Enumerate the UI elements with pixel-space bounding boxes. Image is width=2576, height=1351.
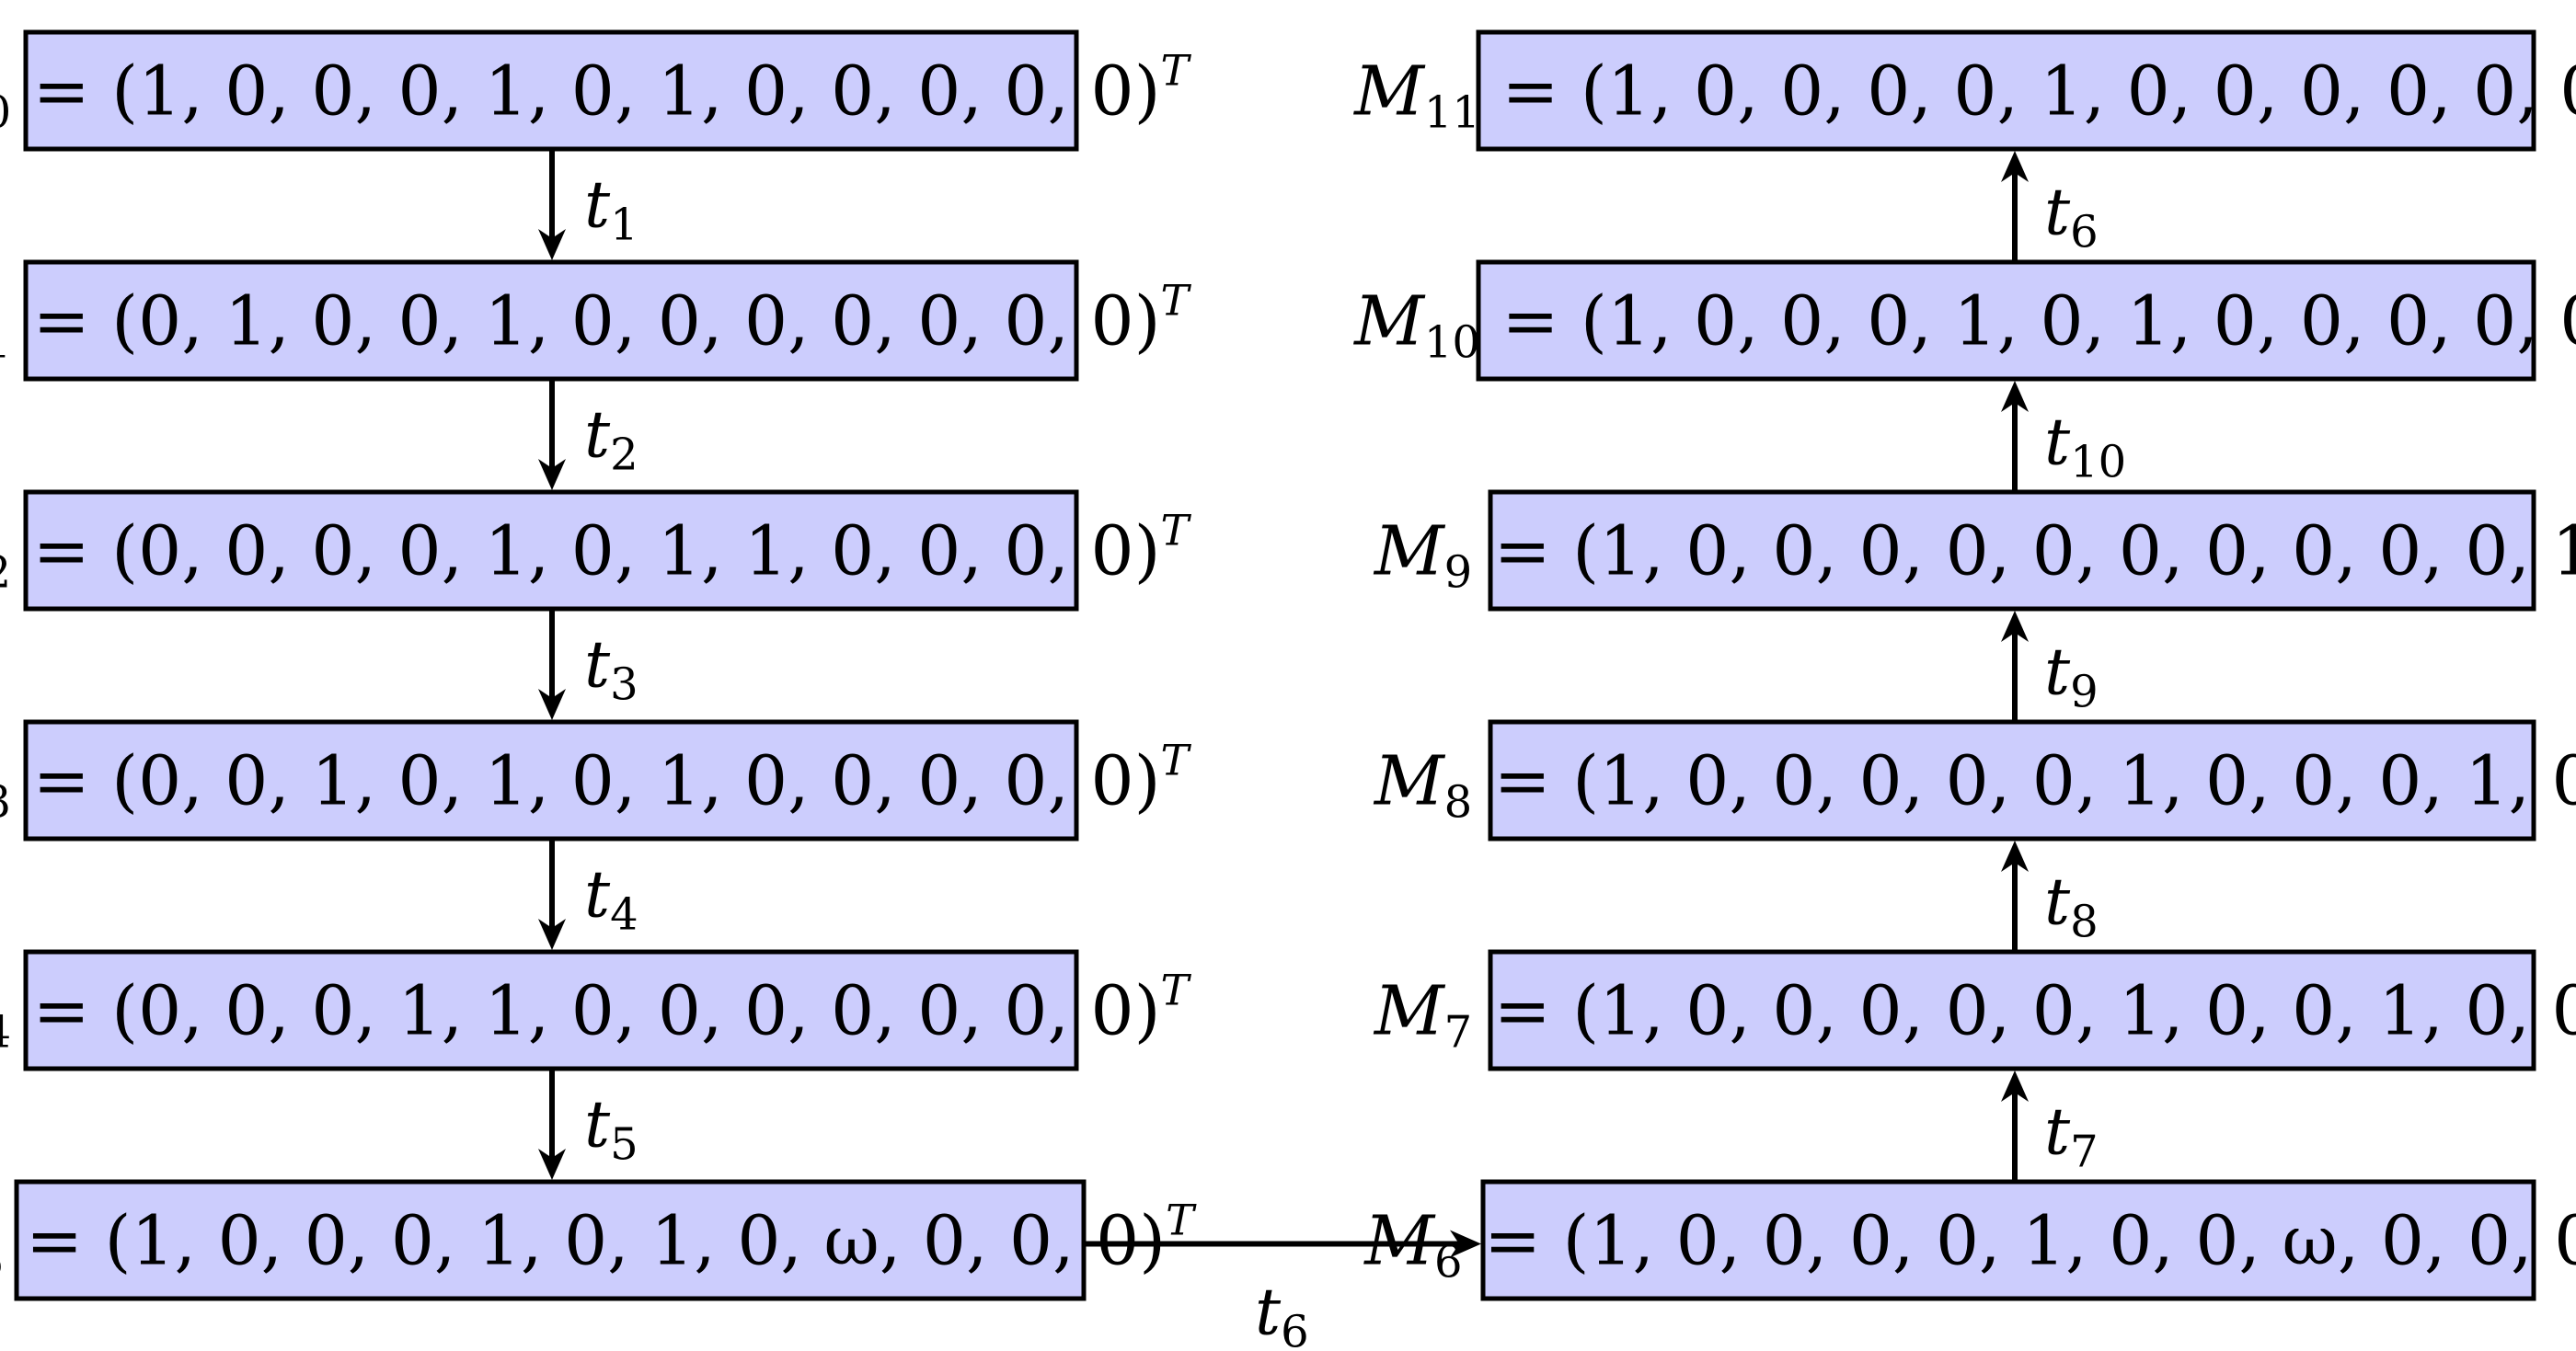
transition-edge-m1-m2: t2 [538,379,638,490]
marking-box [23,29,1079,152]
marking-node-m0: M0 = (1, 0, 0, 0, 1, 0, 1, 0, 0, 0, 0, 0… [0,29,1191,152]
transition-label: t8 [2044,864,2099,948]
transition-label: t1 [584,167,638,251]
arrowhead [2001,151,2029,182]
marking-box [23,949,1079,1071]
marking-label: M5 = (1, 0, 0, 0, 1, 0, 1, 0, ω, 0, 0, 0… [0,1196,1197,1288]
marking-box [23,259,1079,382]
transition-label: t3 [584,627,638,711]
marking-label: M0 = (1, 0, 0, 0, 1, 0, 1, 0, 0, 0, 0, 0… [0,46,1191,139]
marking-box [23,489,1079,612]
arrowhead [538,1149,566,1180]
transition-label: t2 [584,397,638,481]
marking-node-m11: M11 = (1, 0, 0, 0, 0, 1, 0, 0, 0, 0, 0, … [1352,29,2576,152]
marking-node-m5: M5 = (1, 0, 0, 0, 1, 0, 1, 0, ω, 0, 0, 0… [0,1179,1197,1301]
marking-label: M4 = (0, 0, 0, 1, 1, 0, 0, 0, 0, 0, 0, 0… [0,966,1191,1059]
marking-node-m9: M9 = (1, 0, 0, 0, 0, 0, 0, 0, 0, 0, 0, 1… [1373,489,2576,612]
marking-label: M7 = (1, 0, 0, 0, 0, 0, 1, 0, 0, 1, 0, 0… [1373,966,2576,1059]
marking-box [23,719,1079,842]
marking-box [1488,489,2536,612]
transition-edge-m6-m7: t7 [2001,1070,2099,1182]
edges-layer: t1 t2 t3 t4 t5 t6 t7 t8 t9 t10 t6 [538,149,2126,1351]
arrowhead [2001,381,2029,412]
arrowhead [1450,1230,1481,1258]
transition-edge-m9-m10: t10 [2001,381,2126,492]
arrowhead [538,229,566,260]
marking-label: M9 = (1, 0, 0, 0, 0, 0, 0, 0, 0, 0, 0, 1… [1373,506,2576,599]
transition-label: t5 [584,1087,638,1171]
marking-label: M10 = (1, 0, 0, 0, 1, 0, 1, 0, 0, 0, 0, … [1352,276,2576,369]
marking-node-m3: M3 = (0, 0, 1, 0, 1, 0, 1, 0, 0, 0, 0, 0… [0,719,1191,842]
transition-label: t10 [2044,405,2126,488]
marking-node-m1: M1 = (0, 1, 0, 0, 1, 0, 0, 0, 0, 0, 0, 0… [0,259,1191,382]
transition-edge-m7-m8: t8 [2001,841,2099,952]
arrowhead [538,459,566,490]
transition-label: t6 [1255,1275,1309,1351]
transition-edge-m8-m9: t9 [2001,611,2099,722]
arrowhead [538,919,566,950]
transition-edge-m0-m1: t1 [538,149,638,260]
arrowhead [2001,1070,2029,1102]
transition-label: t4 [584,857,638,941]
marking-node-m10: M10 = (1, 0, 0, 0, 1, 0, 1, 0, 0, 0, 0, … [1352,259,2576,382]
marking-label: M6 = (1, 0, 0, 0, 0, 1, 0, 0, ω, 0, 0, 0… [1363,1196,2576,1288]
marking-label: M8 = (1, 0, 0, 0, 0, 0, 1, 0, 0, 0, 1, 0… [1373,736,2576,829]
marking-label: M11 = (1, 0, 0, 0, 0, 1, 0, 0, 0, 0, 0, … [1352,46,2576,139]
marking-node-m8: M8 = (1, 0, 0, 0, 0, 0, 1, 0, 0, 0, 1, 0… [1373,719,2576,842]
transition-edge-m5-m6: t6 [1084,1230,1481,1351]
marking-label: M3 = (0, 0, 1, 0, 1, 0, 1, 0, 0, 0, 0, 0… [0,736,1191,829]
arrowhead [538,689,566,720]
arrowhead [2001,841,2029,872]
transition-edge-m10-m11: t6 [2001,151,2099,262]
transition-label: t7 [2044,1094,2099,1178]
marking-box [1480,1179,2536,1301]
marking-box [1476,29,2536,152]
transition-label: t9 [2044,635,2099,718]
marking-node-m7: M7 = (1, 0, 0, 0, 0, 0, 1, 0, 0, 1, 0, 0… [1373,949,2576,1071]
marking-node-m4: M4 = (0, 0, 0, 1, 1, 0, 0, 0, 0, 0, 0, 0… [0,949,1191,1071]
nodes-layer: M0 = (1, 0, 0, 0, 1, 0, 1, 0, 0, 0, 0, 0… [0,29,2576,1301]
marking-box [1476,259,2536,382]
arrowhead [2001,611,2029,642]
transition-label: t6 [2044,175,2099,258]
marking-box [14,1179,1087,1301]
marking-node-m6: M6 = (1, 0, 0, 0, 0, 1, 0, 0, ω, 0, 0, 0… [1363,1179,2576,1301]
marking-node-m2: M2 = (0, 0, 0, 0, 1, 0, 1, 1, 0, 0, 0, 0… [0,489,1191,612]
transition-edge-m4-m5: t5 [538,1069,638,1180]
transition-edge-m3-m4: t4 [538,839,638,950]
marking-box [1488,719,2536,842]
transition-edge-m2-m3: t3 [538,609,638,720]
marking-label: M2 = (0, 0, 0, 0, 1, 0, 1, 1, 0, 0, 0, 0… [0,506,1191,599]
marking-box [1488,949,2536,1071]
marking-label: M1 = (0, 1, 0, 0, 1, 0, 0, 0, 0, 0, 0, 0… [0,276,1191,369]
